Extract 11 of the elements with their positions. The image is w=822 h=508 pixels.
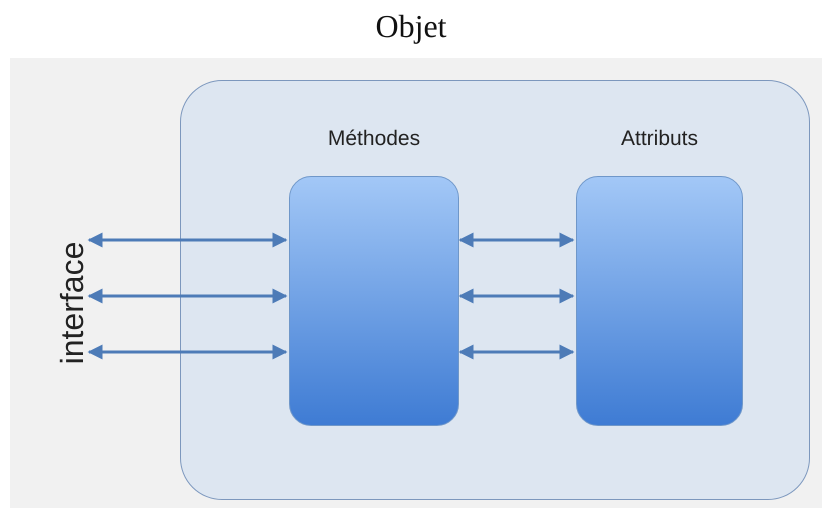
- vertical-label: interface: [57, 242, 87, 364]
- double-arrow: [458, 288, 574, 304]
- double-arrow: [88, 232, 288, 248]
- double-arrow: [458, 344, 574, 360]
- block-heading: Attributs: [620, 127, 698, 151]
- block-heading: Méthodes: [328, 127, 420, 151]
- double-arrow: [458, 232, 574, 248]
- double-arrow: [88, 344, 288, 360]
- double-arrow: [88, 288, 288, 304]
- diagram-title: Objet: [374, 8, 448, 45]
- object-container: [180, 80, 810, 500]
